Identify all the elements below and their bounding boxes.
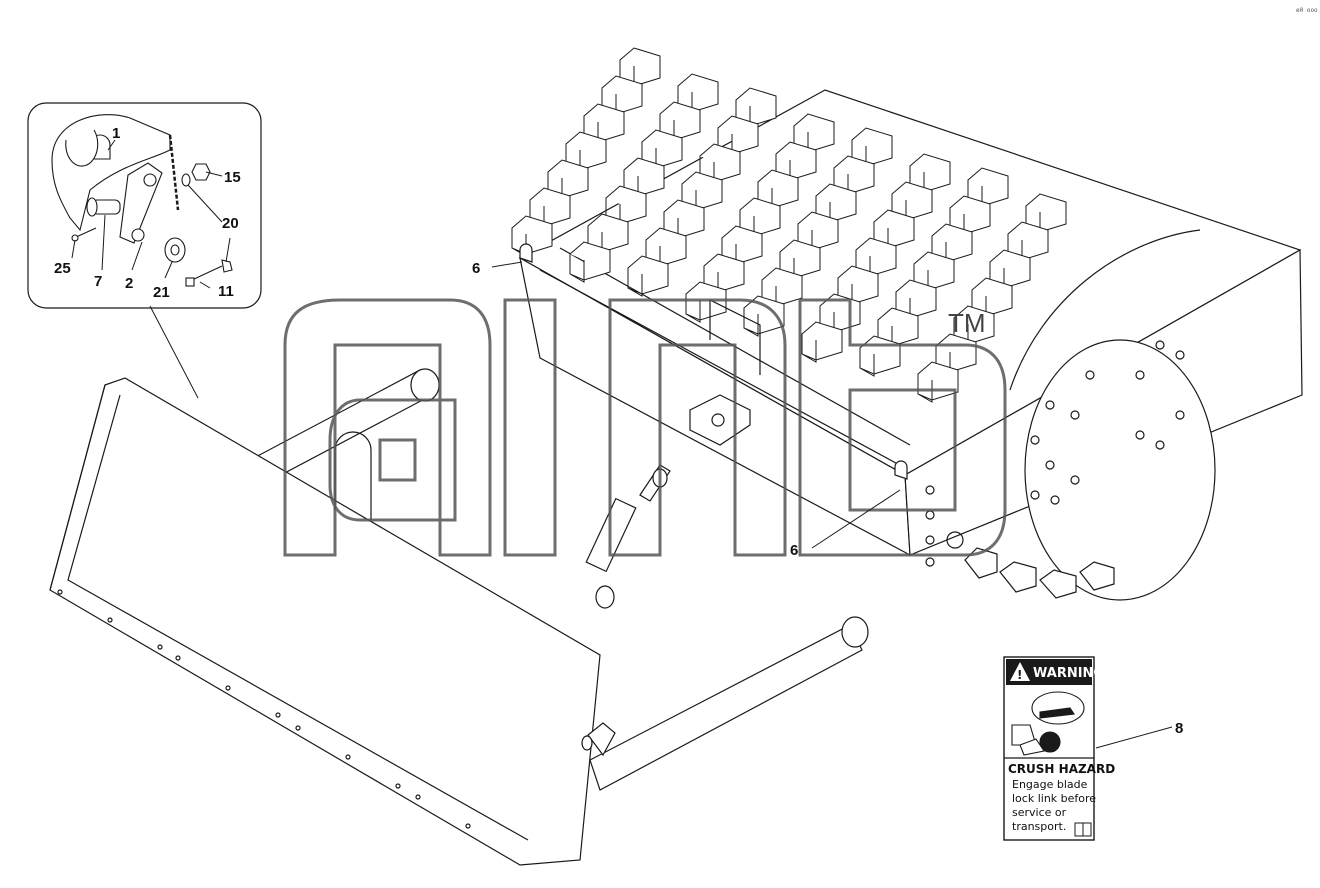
- pad-foot: [623, 157, 665, 199]
- detail-inset: [27, 102, 262, 309]
- warning-decal: ! WARNING CRUSH HAZARD Engage blade lock…: [1003, 656, 1115, 841]
- callout-25: 25: [54, 260, 71, 277]
- blade-bolt-holes: [57, 589, 471, 829]
- corner-code: e0 ooo: [1296, 7, 1318, 14]
- pad-foot: [627, 255, 669, 297]
- warning-line: lock link before: [1012, 792, 1096, 805]
- crush-hazard-pictogram: [1011, 691, 1085, 756]
- watermark-trademark: TM: [948, 308, 986, 338]
- callout-11: 11: [218, 283, 234, 300]
- pad-foot: [743, 295, 785, 337]
- callout-2: 2: [125, 275, 133, 292]
- side-plate-holes: [925, 340, 1185, 567]
- callout-20: 20: [222, 215, 239, 232]
- manual-book-icon: [1074, 822, 1092, 837]
- warning-header: WARNING: [1033, 666, 1104, 681]
- drum-pad-feet: [511, 47, 1067, 403]
- warning-line: Engage blade: [1012, 778, 1088, 791]
- svg-text:!: !: [1017, 668, 1022, 682]
- warning-line: transport.: [1012, 820, 1066, 833]
- warning-line: service or: [1012, 806, 1067, 819]
- callout-21: 21: [153, 284, 170, 301]
- callout-1: 1: [112, 125, 120, 142]
- callout-15: 15: [224, 169, 241, 186]
- padfoot-drum-assembly: [511, 47, 1303, 601]
- pad-foot: [917, 361, 959, 403]
- hazard-title: CRUSH HAZARD: [1008, 762, 1115, 776]
- pad-foot: [801, 321, 843, 363]
- hydraulic-cylinder: [585, 464, 671, 609]
- warning-triangle-icon: !: [1010, 662, 1030, 682]
- callout-7: 7: [94, 273, 102, 290]
- callout-6-bottom: 6: [790, 542, 798, 559]
- pad-foot: [569, 241, 611, 283]
- pad-foot: [685, 281, 727, 323]
- callout-8: 8: [1175, 720, 1183, 737]
- watermark-logo: [283, 298, 1007, 557]
- callout-6-top: 6: [472, 260, 480, 277]
- callout-leaders: [71, 139, 1173, 749]
